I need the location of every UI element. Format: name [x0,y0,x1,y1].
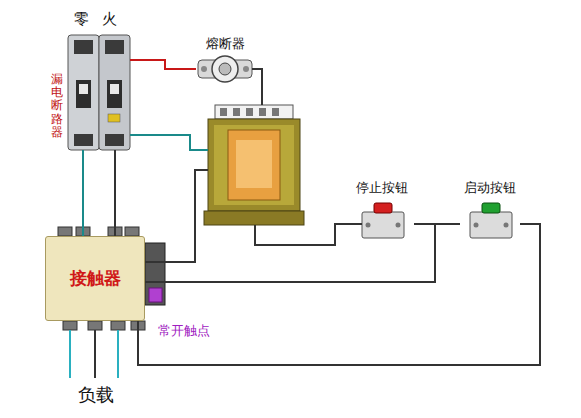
fuse-symbol [219,63,231,75]
wire [70,69,362,378]
stop-button-symbol [362,203,404,238]
breaker-symbol [68,35,99,150]
transformer-symbol [233,108,240,116]
transformer-symbol [236,140,272,188]
transformer-symbol [215,105,293,119]
transformer-symbol [246,108,253,116]
contactor-terminals [58,227,72,236]
breaker-symbol [105,134,124,146]
transformer-symbol [204,211,304,225]
wire [94,330,96,378]
button-label: 启动按钮 [460,180,520,196]
breaker-symbol [110,84,119,94]
breaker-box: 零火漏电断路器 [68,35,130,150]
contactor-box: 接触器 [45,236,145,321]
contactor-terminals [125,227,139,236]
start-button-symbol [474,223,479,228]
fuse-symbol [212,56,238,82]
load-label: 负载 [78,384,114,406]
stop-button-box: 停止按钮 [350,180,414,242]
contactor-terminals [63,321,77,330]
stop-button-symbol [366,223,371,228]
fuse-symbol [201,66,207,72]
wire-connector [130,60,196,69]
breaker-symbol [68,35,130,150]
wire [69,330,71,378]
breaker-symbol [107,80,122,108]
stop-button-symbol [362,212,404,238]
transformer-symbol [208,119,300,211]
breaker-label: 漏电断路器 [51,73,63,139]
transformer-symbol [204,105,304,225]
fuse-symbol [198,60,252,78]
start-button-symbol [470,203,512,238]
wire [117,330,119,378]
wire-connector [82,150,84,236]
contactor-terminals [88,321,102,330]
breaker-pole-label: 零 [74,10,89,28]
wire-connector [138,224,540,365]
breaker-symbol [108,114,120,122]
wire-connector [114,150,116,236]
contactor-label: 接触器 [70,268,121,288]
contactor-terminals [149,288,162,302]
fuse-label: 熔断器 [196,36,254,52]
start-button-box: 启动按钮 [460,180,520,242]
wire [255,224,362,245]
wire-connector [145,224,435,282]
wire [145,170,208,262]
breaker-symbol [74,40,93,54]
breaker-pole-label: 火 [102,10,117,28]
transformer-symbol [220,108,227,116]
transformer-symbol [214,125,294,205]
contactor-terminals [145,243,165,305]
start-button-symbol [482,203,500,213]
breaker-symbol [105,40,124,54]
fuse-symbol [198,56,252,82]
start-button-symbol [470,212,512,238]
fuse-box: 熔断器 [196,36,254,84]
contact-label: 常开触点 [158,323,210,339]
wire [130,135,208,150]
stop-button-symbol [396,223,401,228]
button-label: 停止按钮 [350,180,414,196]
start-button-symbol [504,223,509,228]
wire [252,69,262,105]
transformer-symbol [272,108,279,116]
breaker-symbol [76,80,91,108]
contactor-terminals [111,321,125,330]
breaker-symbol [79,84,88,94]
transformer-symbol [228,130,280,200]
breaker-symbol [99,35,130,150]
stop-button-symbol [374,203,392,213]
fuse-symbol [243,66,249,72]
breaker-symbol [74,134,93,146]
transformer-symbol [259,108,266,116]
